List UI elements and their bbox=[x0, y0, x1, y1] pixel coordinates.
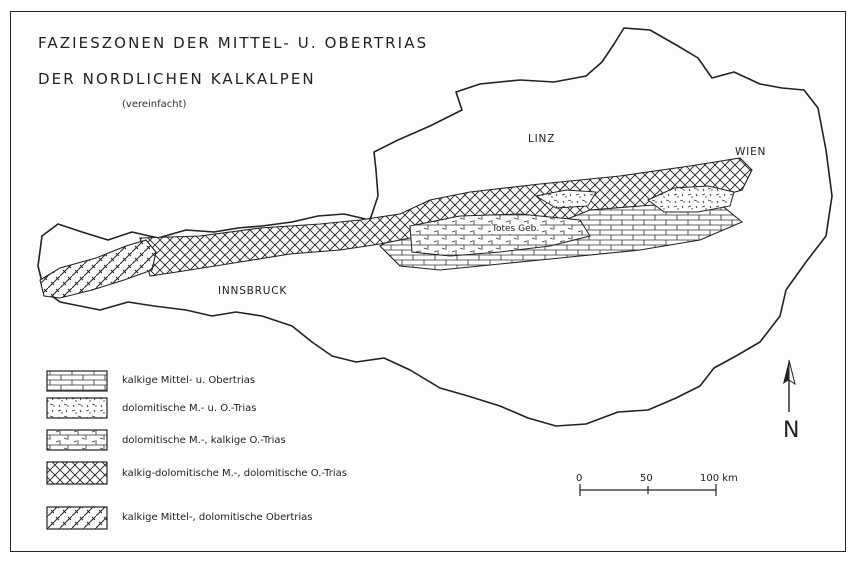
legend-label: dolomitische M.-, kalkige O.-Trias bbox=[122, 435, 286, 446]
scale-tick-100: 100 km bbox=[700, 473, 738, 484]
legend-swatch-mixed bbox=[46, 429, 108, 451]
map-title-line1: FAZIESZONEN DER MITTEL- U. OBERTRIAS bbox=[38, 34, 429, 52]
city-label-wien: WIEN bbox=[735, 146, 767, 158]
legend bbox=[46, 370, 108, 530]
zone-kalkige-mittel-dolomitische-obertrias bbox=[39, 239, 157, 299]
north-arrow-icon bbox=[783, 359, 796, 412]
scale-tick-0: 0 bbox=[576, 473, 583, 484]
zone-dolomitische-west bbox=[534, 189, 597, 209]
legend-label: dolomitische M.- u. O.-Trias bbox=[122, 403, 257, 414]
city-label-linz: LINZ bbox=[528, 133, 556, 145]
city-label-innsbruck: INNSBRUCK bbox=[218, 285, 288, 297]
feature-label-totes-gebirge: Totes Geb. bbox=[491, 224, 541, 234]
scale-bar bbox=[579, 484, 717, 496]
legend-swatch-dots bbox=[46, 397, 108, 419]
north-label: N bbox=[783, 418, 800, 443]
legend-swatch-diagonal bbox=[46, 506, 108, 530]
map-frame bbox=[10, 11, 846, 552]
zone-dolomitische bbox=[647, 185, 735, 213]
legend-label: kalkige Mittel- u. Obertrias bbox=[122, 375, 256, 386]
austria-outline bbox=[37, 27, 833, 427]
legend-swatch-brick bbox=[46, 370, 108, 392]
map-subtitle: (vereinfacht) bbox=[122, 99, 187, 110]
map-title-line2: DER NORDLICHEN KALKALPEN bbox=[38, 70, 316, 88]
legend-swatch-crosshatch bbox=[46, 461, 108, 485]
scale-tick-50: 50 bbox=[640, 473, 653, 484]
legend-label: kalkig-dolomitische M.-, dolomitische O.… bbox=[122, 468, 347, 479]
zone-dolomitische-kalkige bbox=[409, 213, 591, 257]
legend-label: kalkige Mittel-, dolomitische Obertrias bbox=[122, 512, 313, 523]
